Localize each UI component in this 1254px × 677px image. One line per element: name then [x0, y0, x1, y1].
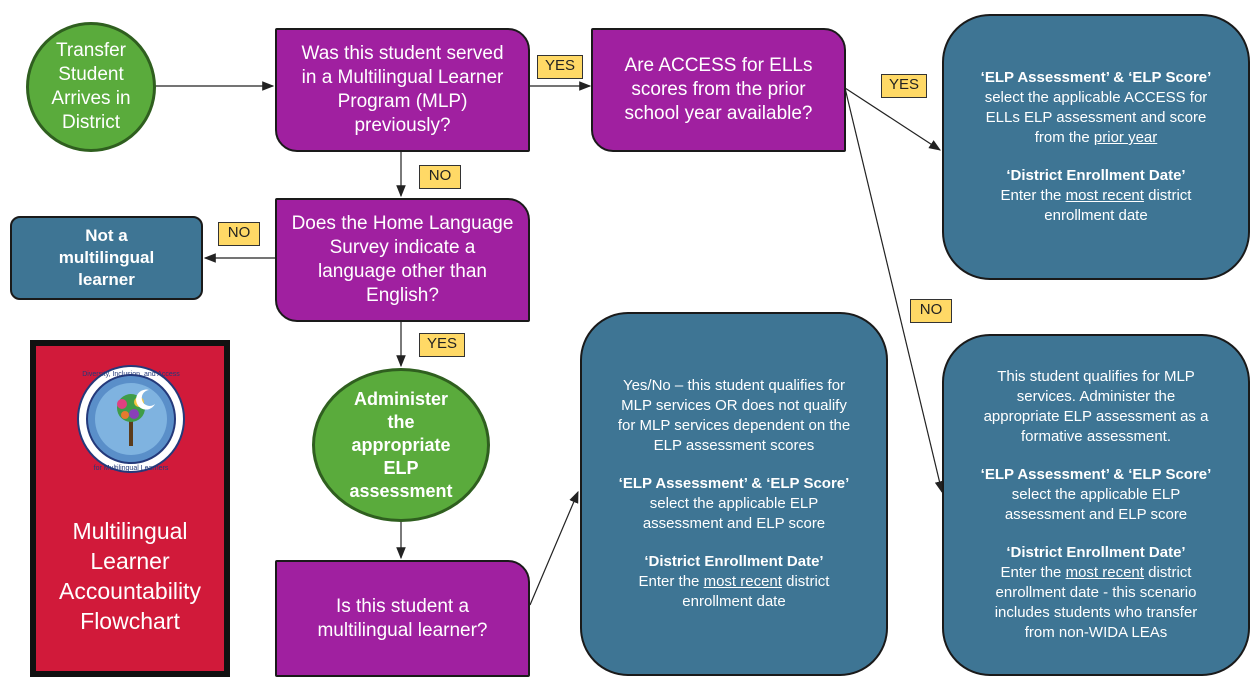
formative-text-2d: includes students who transfer — [994, 604, 1198, 621]
formative-text-2u: most recent — [1065, 564, 1144, 581]
prior-heading-2: ‘District Enrollment Date’ — [1006, 167, 1186, 184]
label-yes-mlp: YES — [537, 55, 583, 79]
prior-text-1b: ELLs ELP assessment and score — [985, 109, 1207, 126]
arrow-access-to-formative — [844, 87, 945, 494]
arrow-ml-to-yesno — [529, 490, 579, 606]
not-ml-line-2: multilingual — [58, 248, 155, 267]
result-box-formative: This student qualifies for MLP services.… — [942, 334, 1250, 676]
yesno-text-1a: select the applicable ELP — [649, 495, 819, 512]
formative-text-2e: from non-WIDA LEAs — [1024, 624, 1168, 641]
question-access-scores: Are ACCESS for ELLs scores from the prio… — [591, 28, 846, 152]
administer-line-4: ELP — [383, 457, 419, 478]
yesno-text-2a: Enter the — [638, 573, 704, 590]
yesno-p2: MLP services OR does not qualify — [621, 397, 847, 414]
q-ml-line-1: Is this student a — [335, 595, 470, 617]
yesno-p4: ELP assessment scores — [653, 437, 815, 454]
q-hls-line-2: Survey indicate a — [329, 237, 476, 258]
administer-line-1: Administer — [353, 388, 449, 409]
yesno-p3: for MLP services dependent on the — [617, 417, 851, 434]
label-no-access: NO — [910, 299, 952, 323]
prior-text-2c: enrollment date — [1044, 207, 1148, 224]
administer-line-2: the — [387, 411, 415, 432]
start-line-2: Student — [58, 64, 124, 85]
prior-text-2u: most recent — [1065, 187, 1144, 204]
not-multilingual-learner-box: Not a multilingual learner — [10, 216, 203, 300]
not-ml-line-1: Not a — [85, 226, 128, 245]
seal-bottom-text: for Multilingual Learners — [94, 465, 169, 472]
yesno-text-1b: assessment and ELP score — [642, 515, 826, 532]
q-hls-line-4: English? — [366, 285, 439, 306]
not-ml-line-3: learner — [78, 270, 135, 289]
prior-heading-1: ‘ELP Assessment’ & ‘ELP Score’ — [980, 69, 1212, 86]
result-box-prior-year: ‘ELP Assessment’ & ‘ELP Score’ select th… — [942, 14, 1250, 280]
q-access-line-1: Are ACCESS for ELLs — [624, 55, 813, 76]
q-mlp-line-1: Was this student served — [301, 43, 504, 64]
prior-text-1a: select the applicable ACCESS for — [984, 89, 1208, 106]
prior-text-2a: Enter the — [1000, 187, 1066, 204]
q-mlp-line-2: in a Multilingual Learner — [301, 67, 504, 88]
q-hls-line-1: Does the Home Language — [291, 213, 514, 234]
yesno-text-2b: district — [781, 573, 830, 590]
formative-text-2-wrap: Enter the most recent district — [1001, 563, 1192, 583]
result-box-yes-no: Yes/No – this student qualifies for MLP … — [580, 312, 888, 676]
formative-text-2a: Enter the — [1000, 564, 1066, 581]
start-line-3: Arrives in — [51, 88, 131, 109]
label-yes-hls: YES — [419, 333, 465, 357]
label-no-hls: NO — [218, 222, 260, 246]
yesno-text-2-wrap: Enter the most recent district — [639, 572, 830, 592]
diversity-inclusion-access-seal: Diversity, Inclusion, and Access for Mul… — [77, 365, 185, 473]
formative-text-2c: enrollment date - this scenario — [995, 584, 1197, 601]
administer-line-3: appropriate — [351, 434, 451, 455]
q-mlp-line-3: Program (MLP) — [337, 91, 468, 112]
start-line-4: District — [61, 112, 121, 133]
question-is-multilingual-learner: Is this student a multilingual learner? — [275, 560, 530, 677]
prior-text-2-wrap: Enter the most recent district — [1001, 186, 1192, 206]
yesno-text-2u: most recent — [703, 573, 782, 590]
start-line-1: Transfer — [55, 40, 127, 61]
prior-text-1c-wrap: from the prior year — [1035, 128, 1158, 148]
prior-text-2b: district — [1143, 187, 1192, 204]
q-access-line-3: school year available? — [624, 103, 813, 124]
yesno-text-2c: enrollment date — [682, 593, 786, 610]
q-access-line-2: scores from the prior — [631, 79, 806, 100]
yesno-heading-1: ‘ELP Assessment’ & ‘ELP Score’ — [618, 475, 850, 492]
seal-top-text: Diversity, Inclusion, and Access — [82, 371, 180, 378]
formative-heading-2: ‘District Enrollment Date’ — [1006, 544, 1186, 561]
prior-text-1u: prior year — [1093, 129, 1158, 146]
yesno-p1: Yes/No – this student qualifies for — [622, 377, 846, 394]
start-node: Transfer Student Arrives in District — [26, 22, 156, 152]
title-line-2: Learner — [90, 548, 170, 574]
formative-heading-1: ‘ELP Assessment’ & ‘ELP Score’ — [980, 466, 1212, 483]
question-mlp-served: Was this student served in a Multilingua… — [275, 28, 530, 152]
prior-text-1c: from the — [1034, 129, 1094, 146]
formative-text-1b: assessment and ELP score — [1004, 506, 1188, 523]
formative-p4: formative assessment. — [1020, 428, 1172, 445]
title-panel: Diversity, Inclusion, and Access for Mul… — [30, 340, 230, 677]
title-line-1: Multilingual — [72, 518, 188, 544]
arrow-access-to-prior — [844, 87, 942, 151]
administer-elp-node: Administer the appropriate ELP assessmen… — [312, 368, 490, 522]
yesno-heading-2: ‘District Enrollment Date’ — [644, 553, 824, 570]
formative-p3: appropriate ELP assessment as a — [983, 408, 1209, 425]
title-line-4: Flowchart — [80, 608, 180, 634]
formative-p1: This student qualifies for MLP — [997, 368, 1195, 385]
administer-line-5: assessment — [349, 480, 453, 501]
question-home-language-survey: Does the Home Language Survey indicate a… — [275, 198, 530, 322]
formative-text-1a: select the applicable ELP — [1011, 486, 1181, 503]
label-no-mlp: NO — [419, 165, 461, 189]
formative-p2: services. Administer the — [1016, 388, 1176, 405]
q-hls-line-3: language other than — [317, 261, 488, 282]
title-line-3: Accountability — [59, 578, 201, 604]
q-mlp-line-4: previously? — [354, 115, 451, 136]
label-yes-access: YES — [881, 74, 927, 98]
formative-text-2b: district — [1143, 564, 1192, 581]
flowchart-title: Multilingual Learner Accountability Flow… — [36, 516, 224, 636]
q-ml-line-2: multilingual learner? — [317, 619, 488, 641]
